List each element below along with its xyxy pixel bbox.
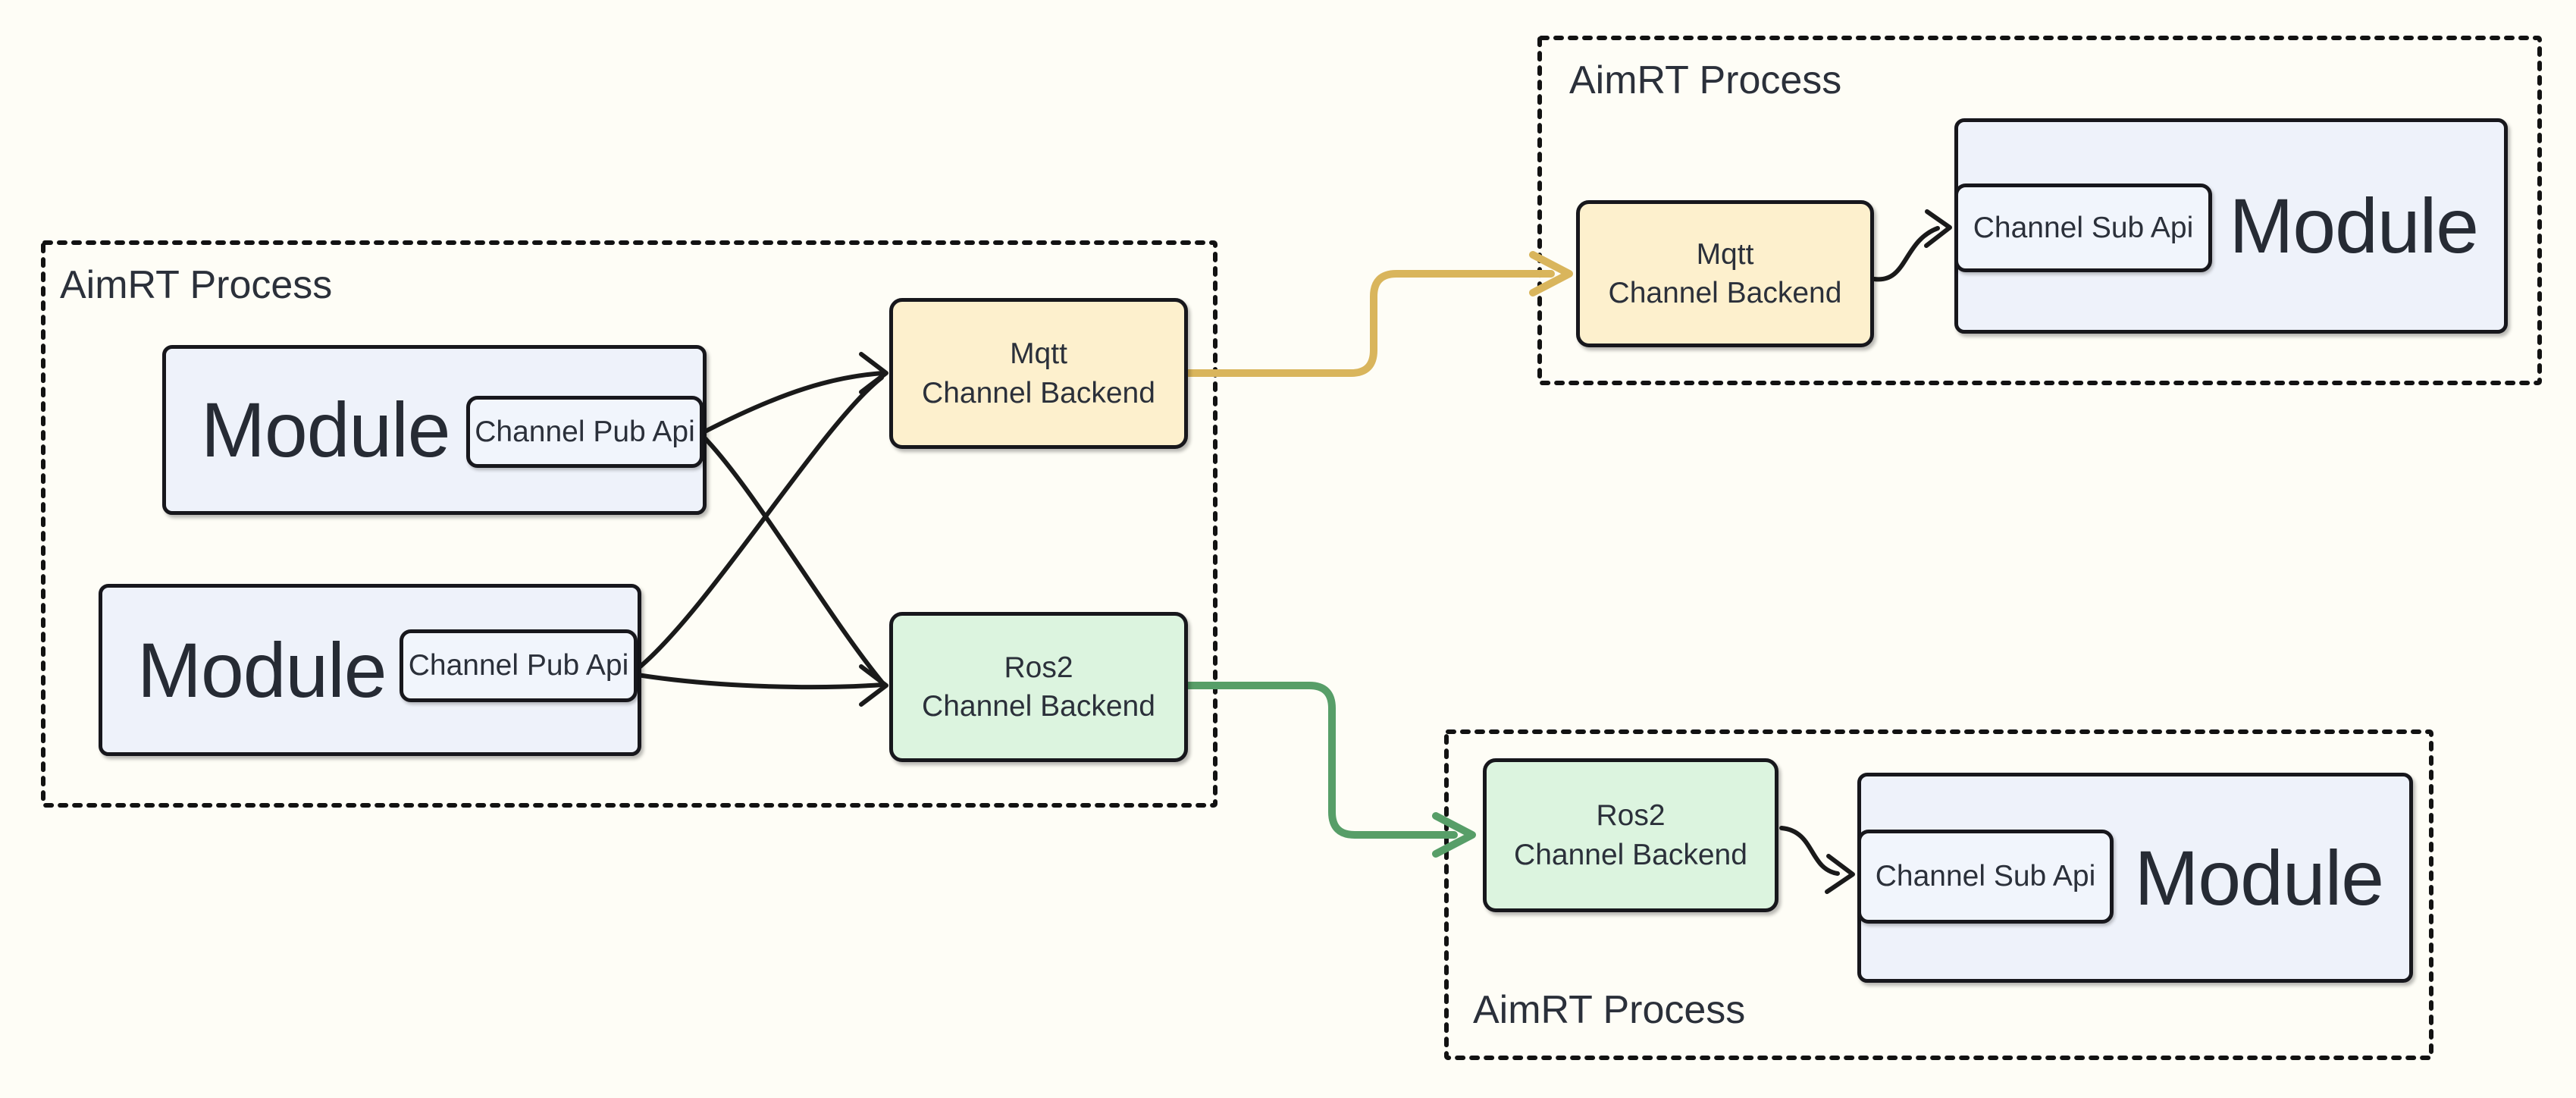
tr-backend-to-subapi-arrow — [1872, 226, 1940, 282]
left-mqtt-backend-line2: Channel Backend — [922, 376, 1155, 409]
br-subapi-arrowhead-icon — [1825, 854, 1855, 894]
left-module-bottom-label: Module — [137, 626, 387, 714]
mqtt-connector-arrowhead-icon — [1529, 251, 1573, 296]
left-module-top-label: Module — [201, 387, 451, 473]
ros2-arrowhead-icon — [859, 664, 888, 707]
bottom-right-module-label: Module — [2134, 834, 2384, 921]
left-mqtt-channel-backend-node: Mqtt Channel Backend — [889, 298, 1188, 449]
channel-pub-api-box-bottom: Channel Pub Api — [400, 629, 638, 702]
top-right-process-label: AimRT Process — [1569, 58, 1842, 102]
channel-sub-api-label-top-right: Channel Sub Api — [1973, 211, 2194, 244]
left-process-label: AimRT Process — [60, 263, 333, 307]
channel-pub-api-label-top: Channel Pub Api — [475, 415, 695, 448]
top-right-mqtt-channel-backend-node: Mqtt Channel Backend — [1576, 200, 1874, 347]
channel-sub-api-box-top-right: Channel Sub Api — [1954, 184, 2212, 272]
tr-subapi-arrowhead-icon — [1924, 209, 1952, 248]
mqtt-arrowhead-icon — [859, 352, 888, 394]
pub2-to-mqtt-arrow — [635, 375, 884, 671]
channel-pub-api-box-top: Channel Pub Api — [466, 396, 704, 468]
left-process-dotted-border — [41, 240, 1217, 808]
channel-sub-api-box-bottom-right: Channel Sub Api — [1857, 830, 2114, 924]
bottom-right-module: Module Channel Sub Api — [1857, 773, 2413, 983]
top-right-module: Module Channel Sub Api — [1954, 118, 2508, 334]
left-ros2-channel-backend-node: Ros2 Channel Backend — [889, 612, 1188, 762]
top-right-mqtt-backend-line1: Mqtt — [1696, 237, 1754, 271]
ros2-connector-arrowhead-icon — [1432, 812, 1476, 858]
pub1-to-ros2-arrow — [701, 434, 884, 684]
top-right-process-dotted-border — [1537, 36, 2542, 385]
channel-pub-api-label-bottom: Channel Pub Api — [408, 649, 629, 682]
bottom-right-process-label: AimRT Process — [1473, 988, 1746, 1032]
bottom-right-process-dotted-border — [1444, 729, 2433, 1060]
bottom-right-ros2-backend-line2: Channel Backend — [1514, 838, 1747, 871]
left-mqtt-backend-line1: Mqtt — [1010, 337, 1067, 371]
bottom-right-ros2-channel-backend-node: Ros2 Channel Backend — [1483, 758, 1778, 912]
bottom-right-ros2-backend-line1: Ros2 — [1596, 799, 1666, 833]
left-module-bottom: Module Channel Pub Api — [99, 584, 641, 756]
left-ros2-backend-line2: Channel Backend — [922, 690, 1155, 723]
mqtt-interprocess-connector — [1184, 270, 1555, 377]
top-right-mqtt-backend-line2: Channel Backend — [1608, 277, 1842, 309]
pub1-to-mqtt-arrow — [701, 371, 885, 434]
pub2-to-ros2-arrow — [635, 673, 885, 690]
channel-sub-api-label-bottom-right: Channel Sub Api — [1875, 860, 2096, 893]
left-module-top: Module Channel Pub Api — [162, 345, 707, 515]
ros2-interprocess-connector — [1184, 682, 1458, 839]
left-ros2-backend-line1: Ros2 — [1004, 651, 1073, 684]
br-backend-to-subapi-arrow — [1779, 826, 1840, 876]
top-right-module-label: Module — [2229, 183, 2479, 269]
